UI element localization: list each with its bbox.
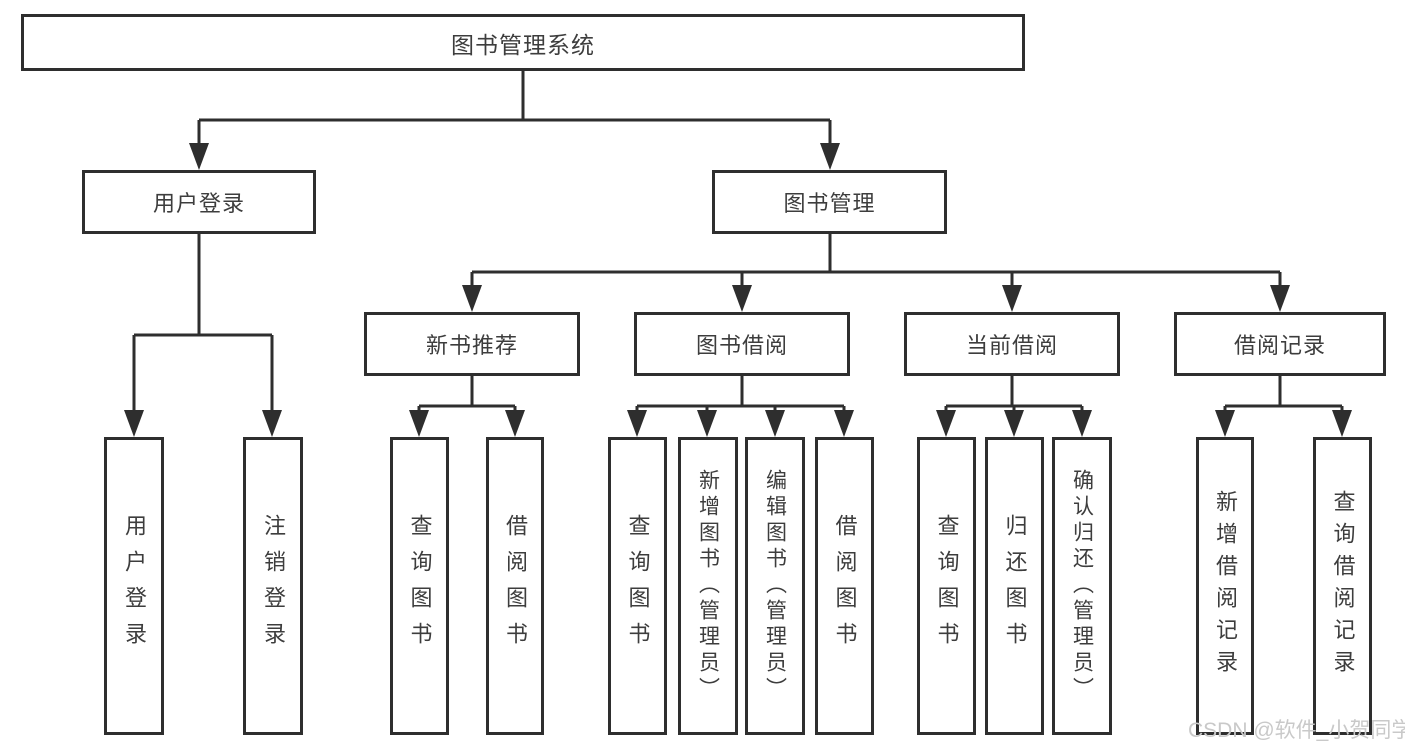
node-current-borrowing: 当前借阅 bbox=[904, 312, 1120, 376]
node-query-books-rec: 查询图书 bbox=[390, 437, 449, 735]
node-label: 用户登录 bbox=[152, 191, 245, 216]
node-label: 用户登录 bbox=[122, 514, 147, 658]
node-label: 编辑图书（管理员） bbox=[763, 469, 787, 703]
node-edit-book-admin: 编辑图书（管理员） bbox=[745, 437, 805, 735]
node-return-book: 归还图书 bbox=[985, 437, 1044, 735]
node-book-management: 图书管理 bbox=[712, 170, 947, 234]
node-label: 查询图书 bbox=[407, 514, 433, 658]
node-query-books-borrow: 查询图书 bbox=[608, 437, 667, 735]
node-add-book-admin: 新增图书（管理员） bbox=[678, 437, 738, 735]
node-logout-leaf: 注销登录 bbox=[243, 437, 303, 735]
node-label: 借阅记录 bbox=[1233, 333, 1326, 358]
node-new-book-recommendation: 新书推荐 bbox=[364, 312, 580, 376]
node-library-system: 图书管理系统 bbox=[21, 14, 1025, 71]
node-label: 图书管理系统 bbox=[451, 31, 595, 58]
node-label: 图书管理 bbox=[783, 191, 876, 216]
node-label: 图书借阅 bbox=[695, 333, 788, 358]
node-label: 当前借阅 bbox=[965, 333, 1058, 358]
node-borrowing-records: 借阅记录 bbox=[1174, 312, 1386, 376]
node-label: 新书推荐 bbox=[425, 333, 518, 358]
node-label: 借阅图书 bbox=[503, 514, 528, 658]
node-confirm-return-admin: 确认归还（管理员） bbox=[1052, 437, 1112, 735]
node-query-borrow-record: 查询借阅记录 bbox=[1313, 437, 1372, 735]
node-label: 注销登录 bbox=[261, 514, 286, 658]
node-borrow-books-borrow: 借阅图书 bbox=[815, 437, 874, 735]
csdn-watermark: CSDN @软件_小贺同学 bbox=[1188, 719, 1405, 742]
node-label: 新增借阅记录 bbox=[1213, 490, 1238, 682]
node-label: 查询借阅记录 bbox=[1330, 490, 1356, 682]
node-label: 查询图书 bbox=[934, 514, 960, 658]
node-user-login: 用户登录 bbox=[82, 170, 316, 234]
node-label: 新增图书（管理员） bbox=[696, 469, 720, 703]
node-label: 确认归还（管理员） bbox=[1070, 469, 1094, 703]
node-query-books-current: 查询图书 bbox=[917, 437, 976, 735]
node-label: 归还图书 bbox=[1002, 514, 1028, 658]
node-add-borrow-record: 新增借阅记录 bbox=[1196, 437, 1254, 735]
node-user-login-leaf: 用户登录 bbox=[104, 437, 164, 735]
node-borrow-books-rec: 借阅图书 bbox=[486, 437, 544, 735]
node-label: 借阅图书 bbox=[832, 514, 858, 658]
node-label: 查询图书 bbox=[625, 514, 651, 658]
node-book-borrowing: 图书借阅 bbox=[634, 312, 850, 376]
